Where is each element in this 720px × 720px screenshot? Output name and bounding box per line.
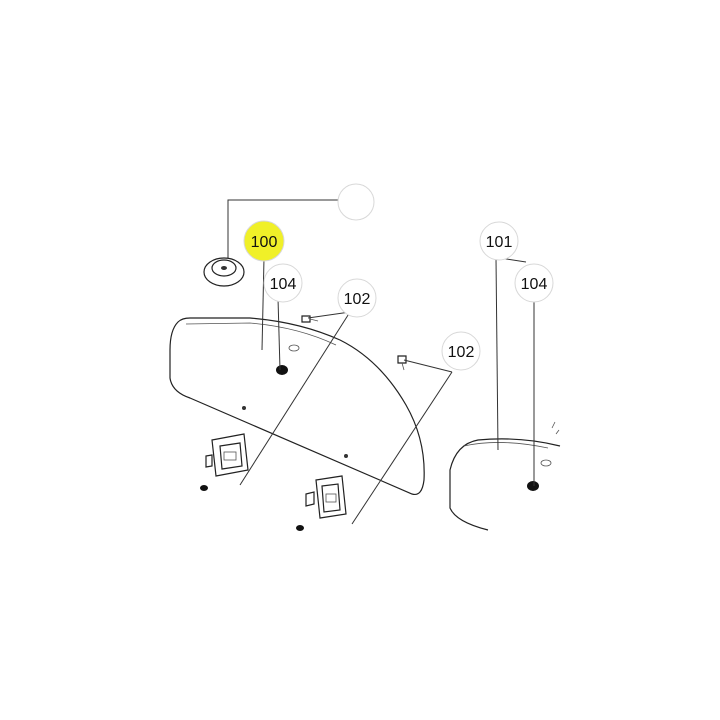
- callout-104-left: 104: [263, 263, 303, 303]
- screw-top-right: [397, 355, 407, 371]
- glass-shelf-left: [169, 317, 425, 496]
- callout-label: 100: [251, 234, 278, 251]
- bracket-right: [296, 475, 347, 531]
- empty-callout-bubble: [337, 183, 375, 221]
- callout-label: 104: [270, 276, 297, 293]
- callout-label: 104: [521, 276, 548, 293]
- callout-101: 101: [479, 221, 519, 261]
- callout-100: 100: [243, 220, 285, 262]
- bracket-left: [200, 433, 249, 491]
- callout-label: 102: [344, 291, 371, 308]
- knob-part: [203, 257, 245, 287]
- callout-102-left: 102: [337, 278, 377, 318]
- callout-102-right: 102: [441, 331, 481, 371]
- callout-label: 101: [486, 234, 513, 251]
- glass-shelf-right: [449, 421, 561, 531]
- callout-label: 102: [448, 344, 475, 361]
- top-leader: [227, 183, 375, 268]
- callout-104-right: 104: [514, 263, 554, 303]
